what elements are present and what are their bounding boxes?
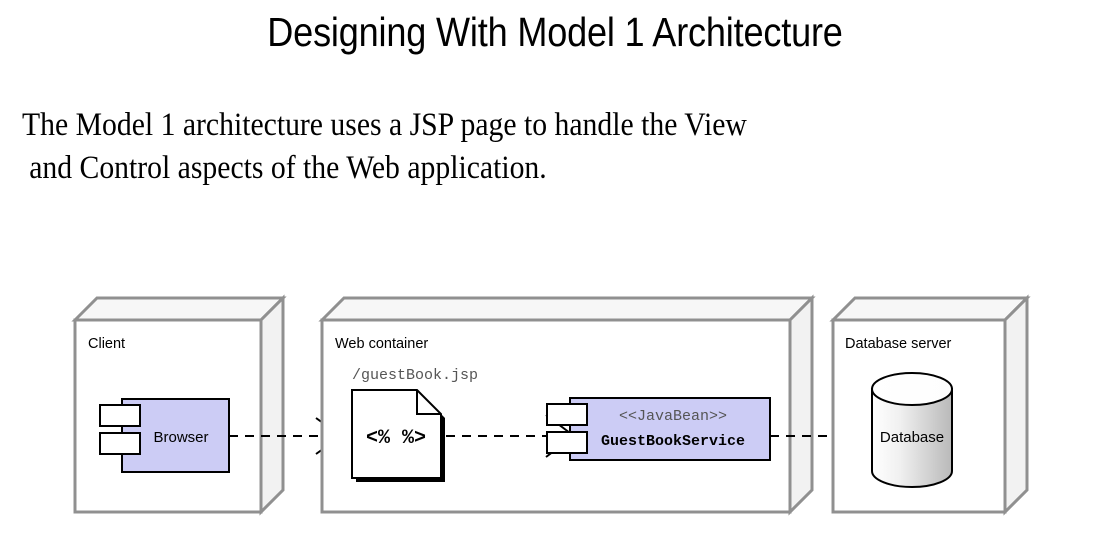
- node-database-server-side-face: [1003, 294, 1029, 516]
- artifact-guestbook-jsp-fold-icon: [416, 390, 441, 415]
- node-web-container-label: Web container: [335, 336, 428, 352]
- component-browser[interactable]: Browser: [99, 398, 230, 473]
- component-guestbook-service-body: [569, 397, 771, 461]
- node-database-server-label: Database server: [845, 336, 952, 352]
- component-guestbook-service-tab-bottom: [546, 431, 588, 454]
- node-database-server-top-face: [829, 296, 1031, 322]
- slide-body-text: The Model 1 architecture uses a JSP page…: [22, 104, 985, 190]
- component-database-label: Database: [880, 429, 944, 446]
- artifact-guestbook-jsp-label: /guestBook.jsp: [352, 367, 478, 384]
- node-database-server[interactable]: Database server Database: [829, 294, 1031, 516]
- component-guestbook-service-tab-top: [546, 403, 588, 426]
- component-database-cylinder-top: [871, 372, 953, 406]
- component-browser-tab-bottom: [99, 432, 141, 455]
- node-client[interactable]: Client Browser: [71, 294, 287, 516]
- page-title: Designing With Model 1 Architecture: [267, 9, 843, 55]
- artifact-guestbook-jsp-code: <% %>: [366, 427, 426, 450]
- body-line-1: The Model 1 architecture uses a JSP page…: [22, 107, 747, 143]
- component-guestbook-service-label: GuestBookService: [601, 433, 745, 450]
- component-guestbook-service[interactable]: <<JavaBean>> GuestBookService: [546, 397, 771, 461]
- node-client-top-face: [71, 296, 287, 322]
- component-browser-tab-top: [99, 404, 141, 427]
- node-web-container-side-face: [788, 294, 814, 516]
- component-guestbook-service-stereotype: <<JavaBean>>: [619, 408, 727, 425]
- artifact-guestbook-jsp[interactable]: /guestBook.jsp <% %>: [351, 367, 478, 482]
- component-database-cylinder-body: [871, 388, 953, 488]
- component-browser-label: Browser: [153, 429, 208, 446]
- node-web-container[interactable]: Web container /guestBook.jsp <% %> <<Jav…: [318, 294, 816, 516]
- component-database-cylinder[interactable]: Database: [871, 372, 953, 488]
- artifact-guestbook-jsp-page: [351, 389, 442, 479]
- body-line-2: and Control aspects of the Web applicati…: [29, 150, 547, 186]
- node-client-label: Client: [88, 336, 125, 352]
- node-client-side-face: [259, 294, 285, 516]
- node-web-container-top-face: [318, 296, 816, 322]
